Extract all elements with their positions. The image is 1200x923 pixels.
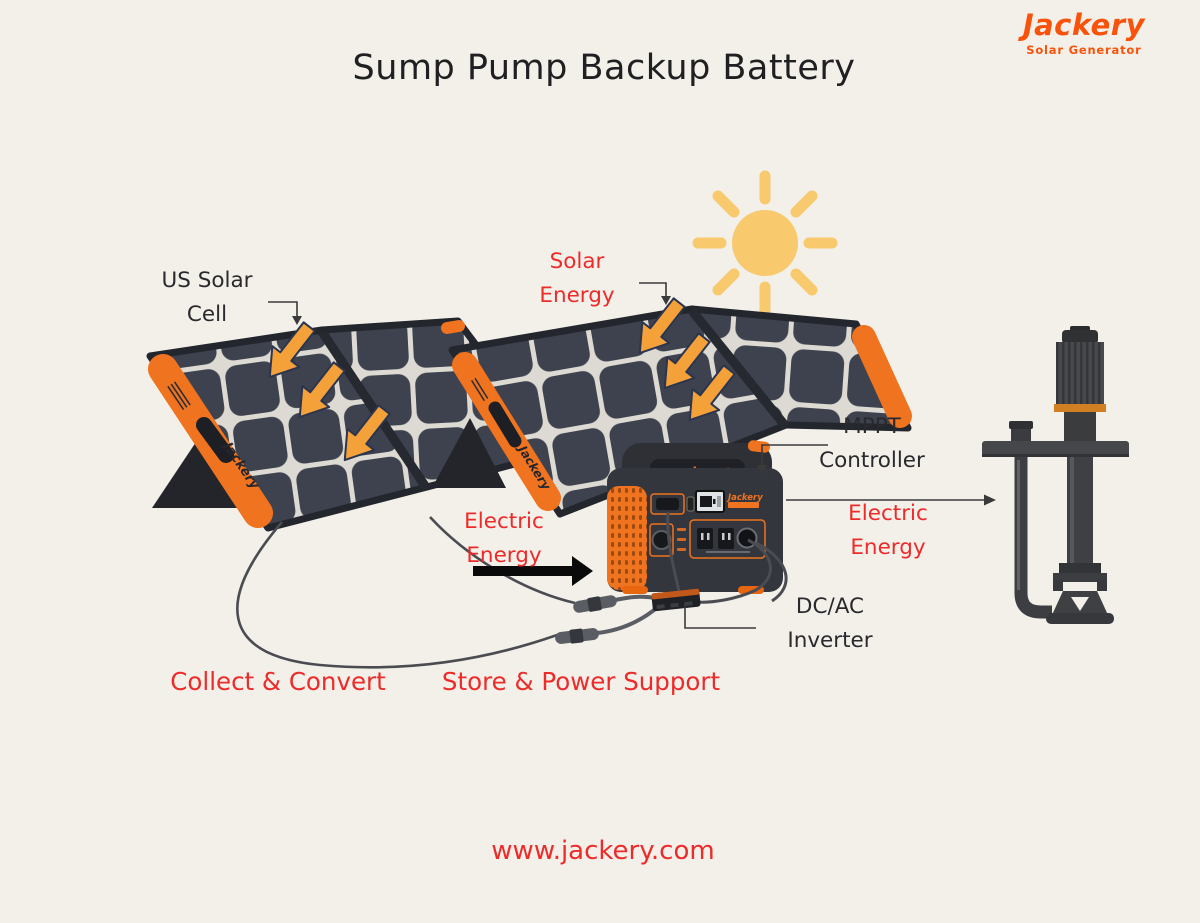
label-us-solar-cell: US Solar Cell <box>161 268 253 327</box>
caption-collect-convert: Collect & Convert <box>170 667 386 696</box>
station-model-badge <box>728 502 759 508</box>
annotation-arrowheads <box>292 296 996 506</box>
label-solar-energy: Solar Energy <box>539 249 615 308</box>
station-display <box>695 490 725 513</box>
sunlight-arrow-icon <box>298 361 346 419</box>
label-mppt-controller: MPPT Controller <box>819 414 925 473</box>
label-electric-energy-left: Electric Energy <box>464 509 544 568</box>
solar-panel-left: Jackery <box>146 317 561 532</box>
solar-energy-connector <box>639 282 667 297</box>
mppt-connector <box>761 444 828 466</box>
sunlight-arrows <box>268 297 736 462</box>
solar-cable <box>236 521 558 669</box>
brand-logo: Jackery Solar Generator <box>1023 8 1145 57</box>
brand-tagline: Solar Generator <box>1026 43 1142 57</box>
panel-kickstand <box>152 442 240 508</box>
label-dc-ac-inverter: DC/AC Inverter <box>787 594 873 653</box>
cable-splitter <box>555 588 701 644</box>
website-url: www.jackery.com <box>491 836 715 866</box>
caption-store-power-support: Store & Power Support <box>441 667 721 696</box>
sump-pump <box>982 326 1129 624</box>
power-station: Jackery Jackery <box>607 440 783 594</box>
station-cables <box>666 511 788 604</box>
electric-energy-left-arrow <box>473 556 593 586</box>
cable-connector <box>555 628 599 644</box>
sunlight-arrow-icon <box>268 321 316 379</box>
sunlight-arrow-icon <box>688 364 736 422</box>
us-solar-cell-connector <box>268 301 298 317</box>
pump-discharge-pipe <box>1014 457 1052 619</box>
station-front-brand: Jackery <box>726 493 763 503</box>
cable-connector <box>573 595 617 613</box>
annotation-lines <box>268 282 984 629</box>
page-title: Sump Pump Backup Battery <box>352 48 856 88</box>
brand-wordmark: Jackery <box>1022 8 1145 42</box>
dc-ac-connector <box>684 604 756 629</box>
panel-handle-rail: Jackery <box>148 354 273 528</box>
ac-outlets <box>697 528 734 549</box>
sun-icon <box>692 170 838 316</box>
sunlight-arrow-icon <box>663 332 711 390</box>
station-front-panel: Jackery <box>649 490 766 559</box>
label-electric-energy-right: Electric Energy <box>848 501 928 560</box>
sunlight-arrow-icon <box>638 297 686 355</box>
panel-rail-right <box>852 325 912 428</box>
sunlight-arrow-icon <box>343 404 391 462</box>
solar-panel-right: Jackery <box>432 305 912 518</box>
panel-kickstand <box>432 418 506 488</box>
